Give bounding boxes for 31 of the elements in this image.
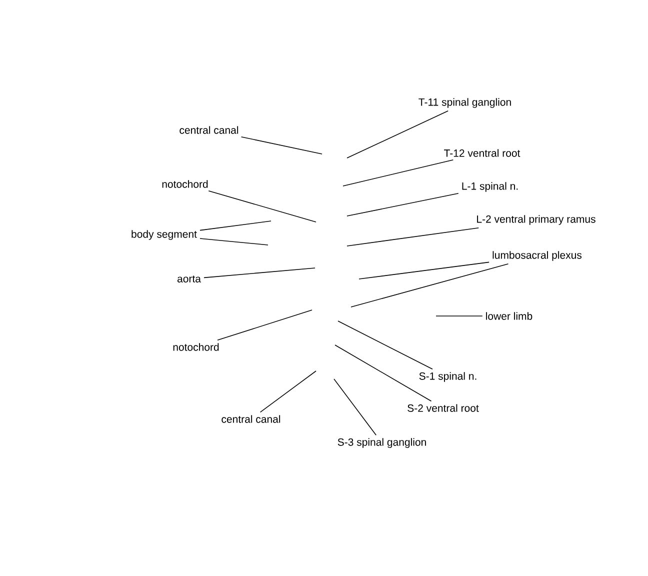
leader-line [346, 193, 459, 216]
leader-line [358, 262, 490, 280]
label-text: central canal [222, 415, 280, 423]
leader-line [217, 310, 312, 341]
label-text: lumbosacral plexus [492, 251, 582, 261]
label-text: T-12 ventral root [444, 149, 520, 157]
label-text: notochord [162, 180, 208, 188]
leader-line [346, 110, 448, 158]
label-text: S-2 ventral root [408, 404, 479, 412]
leader-line [200, 238, 268, 246]
label-text: lower limb [486, 312, 532, 320]
leader-line [334, 344, 432, 402]
label-text: body segment [132, 230, 197, 240]
leader-line [346, 228, 480, 246]
leader-line [204, 268, 316, 278]
leader-line [334, 378, 376, 436]
label-text: S-1 spinal n. [419, 372, 476, 382]
leader-line [338, 320, 433, 370]
label-text: S-3 spinal ganglion [338, 438, 426, 448]
label-text: notochord [173, 343, 219, 351]
label-text: L-2 ventral primary ramus [477, 215, 596, 225]
leader-line [260, 370, 316, 413]
label-text: L-1 spinal n. [462, 182, 518, 192]
leader-line [240, 136, 322, 154]
label-text: T-11 spinal ganglion [418, 98, 511, 108]
leader-line [208, 190, 316, 222]
leader-line [342, 159, 454, 186]
leader-line [200, 220, 272, 231]
label-text: central canal [180, 126, 238, 134]
leader-line [350, 264, 509, 308]
label-text: aorta [177, 276, 201, 282]
